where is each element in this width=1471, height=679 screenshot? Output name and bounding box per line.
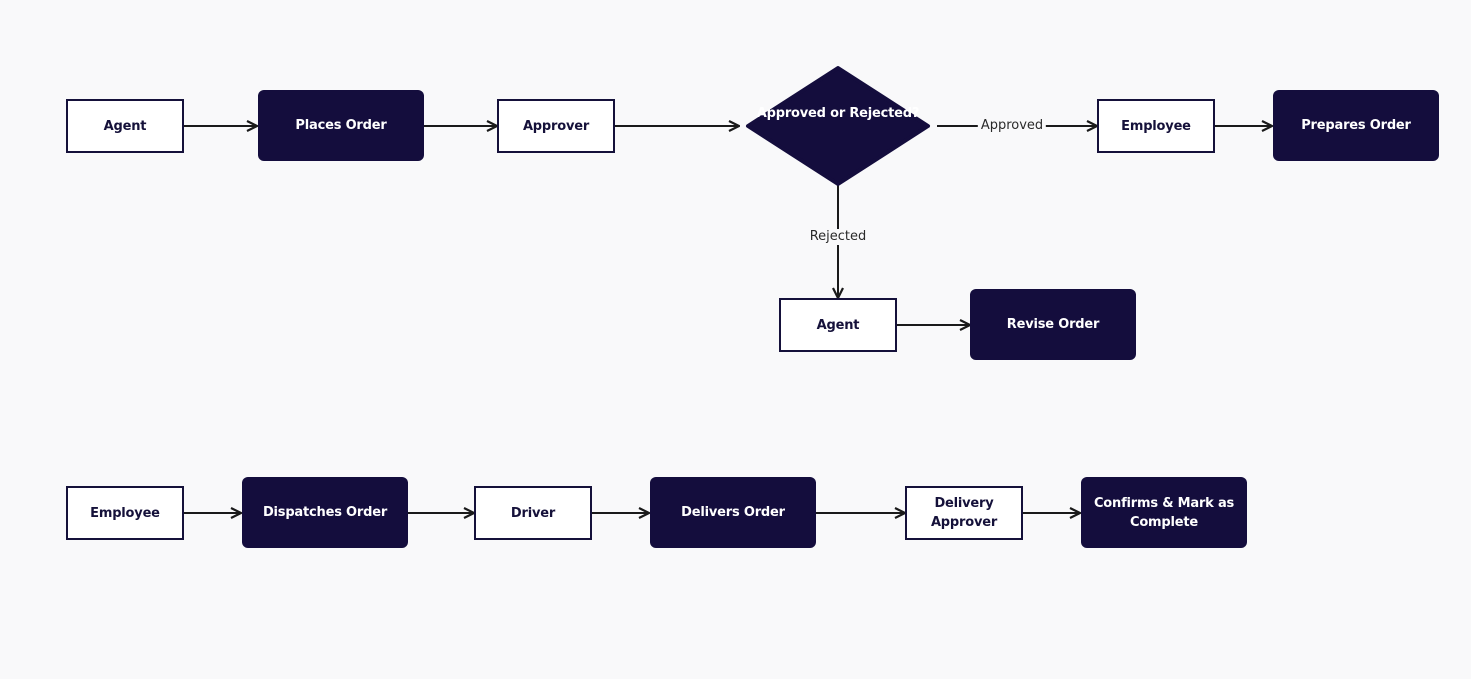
node-employee-prepare[interactable]: Employee (1097, 99, 1215, 153)
node-agent[interactable]: Agent (66, 99, 184, 153)
node-delivers-order[interactable]: Delivers Order (650, 477, 816, 548)
node-employee-prepare-label: Employee (1121, 118, 1191, 134)
node-prepares-order[interactable]: Prepares Order (1273, 90, 1439, 161)
node-approver-label: Approver (522, 118, 590, 134)
decision-label: Approved or Rejected? (756, 106, 920, 121)
node-places-order-label: Places Order (295, 118, 387, 133)
node-delivers-order-label: Delivers Order (681, 505, 785, 520)
node-driver-label: Driver (510, 505, 556, 521)
node-agent-label: Agent (103, 118, 147, 134)
node-approver[interactable]: Approver (497, 99, 615, 153)
node-agent-revise[interactable]: Agent (779, 298, 897, 352)
node-employee-dispatch[interactable]: Employee (66, 486, 184, 540)
node-delivery-approver[interactable]: Delivery Approver (905, 486, 1023, 540)
node-driver[interactable]: Driver (474, 486, 592, 540)
node-agent-revise-label: Agent (816, 317, 860, 333)
node-dispatches-order[interactable]: Dispatches Order (242, 477, 408, 548)
node-employee-dispatch-label: Employee (90, 505, 160, 521)
node-dispatches-order-label: Dispatches Order (262, 505, 388, 520)
edge-label-rejected: Rejected (806, 229, 870, 245)
node-delivery-approver-label: Delivery Approver (930, 496, 998, 530)
decision-diamond[interactable] (746, 66, 930, 186)
node-confirms-complete[interactable]: Confirms & Mark as Complete (1081, 477, 1247, 548)
edge-label-approved: Approved (977, 118, 1047, 134)
node-prepares-order-label: Prepares Order (1301, 118, 1411, 133)
node-confirms-complete-label: Confirms & Mark as Complete (1093, 495, 1235, 530)
node-revise-order-label: Revise Order (1006, 317, 1100, 332)
node-revise-order[interactable]: Revise Order (970, 289, 1136, 360)
node-places-order[interactable]: Places Order (258, 90, 424, 161)
